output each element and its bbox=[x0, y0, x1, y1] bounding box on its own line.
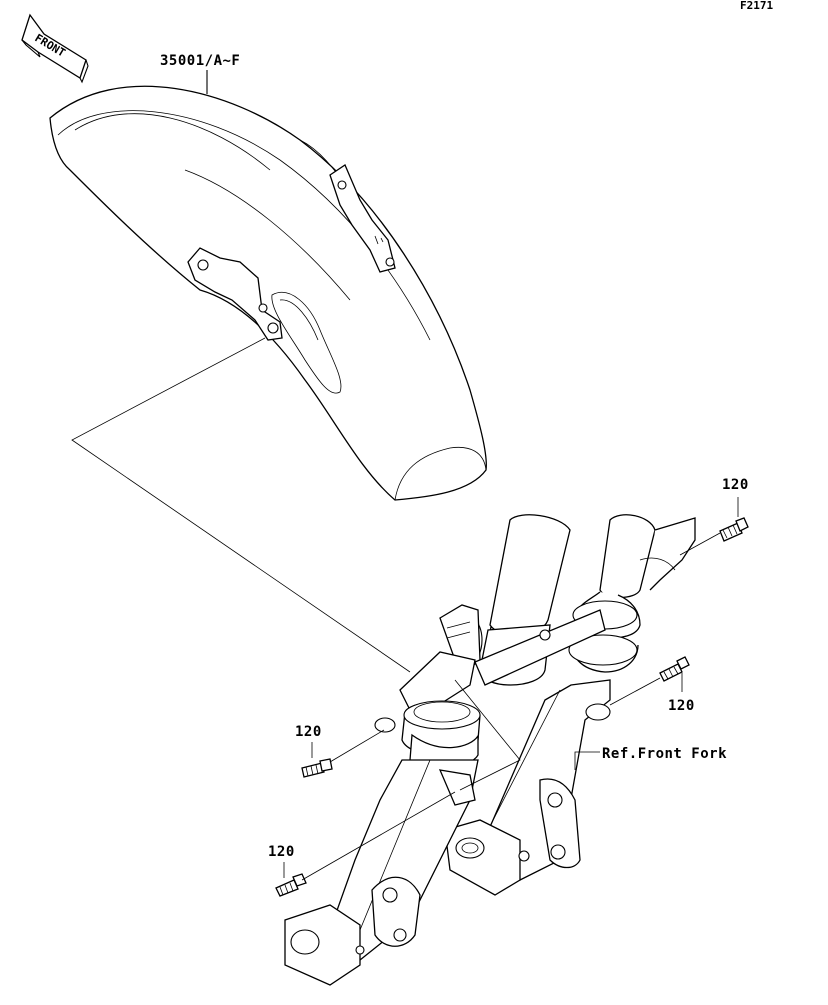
bolt-icon bbox=[719, 517, 749, 542]
bolt-icon bbox=[301, 758, 333, 778]
fork-mount-leader bbox=[454, 679, 521, 791]
right-fork-leg bbox=[444, 514, 696, 896]
left-fork-leg bbox=[284, 514, 606, 986]
bolt-leader-line bbox=[329, 729, 385, 763]
bolt-icon bbox=[659, 656, 690, 682]
front-arrow-icon: FRONT bbox=[21, 13, 89, 84]
bolt-left-lower-label: 120 bbox=[268, 844, 295, 860]
front-fork-leader bbox=[574, 751, 600, 770]
bolt-leader-line bbox=[609, 677, 661, 706]
fender-mount-leader bbox=[71, 337, 411, 673]
bolt-top-right-label: 120 bbox=[722, 477, 749, 493]
bolt-leader-line bbox=[679, 532, 721, 556]
bolt-leader-line bbox=[301, 791, 456, 881]
figure-code: F2171 bbox=[740, 0, 773, 12]
bolt-mid-right-label: 120 bbox=[668, 698, 695, 714]
front-fork-reference: Ref.Front Fork bbox=[602, 746, 727, 762]
fender-part-number: 35001/A~F bbox=[160, 53, 240, 69]
bolt-icon bbox=[275, 873, 307, 897]
bolt-left-upper-label: 120 bbox=[295, 724, 322, 740]
front-fender bbox=[49, 85, 487, 501]
